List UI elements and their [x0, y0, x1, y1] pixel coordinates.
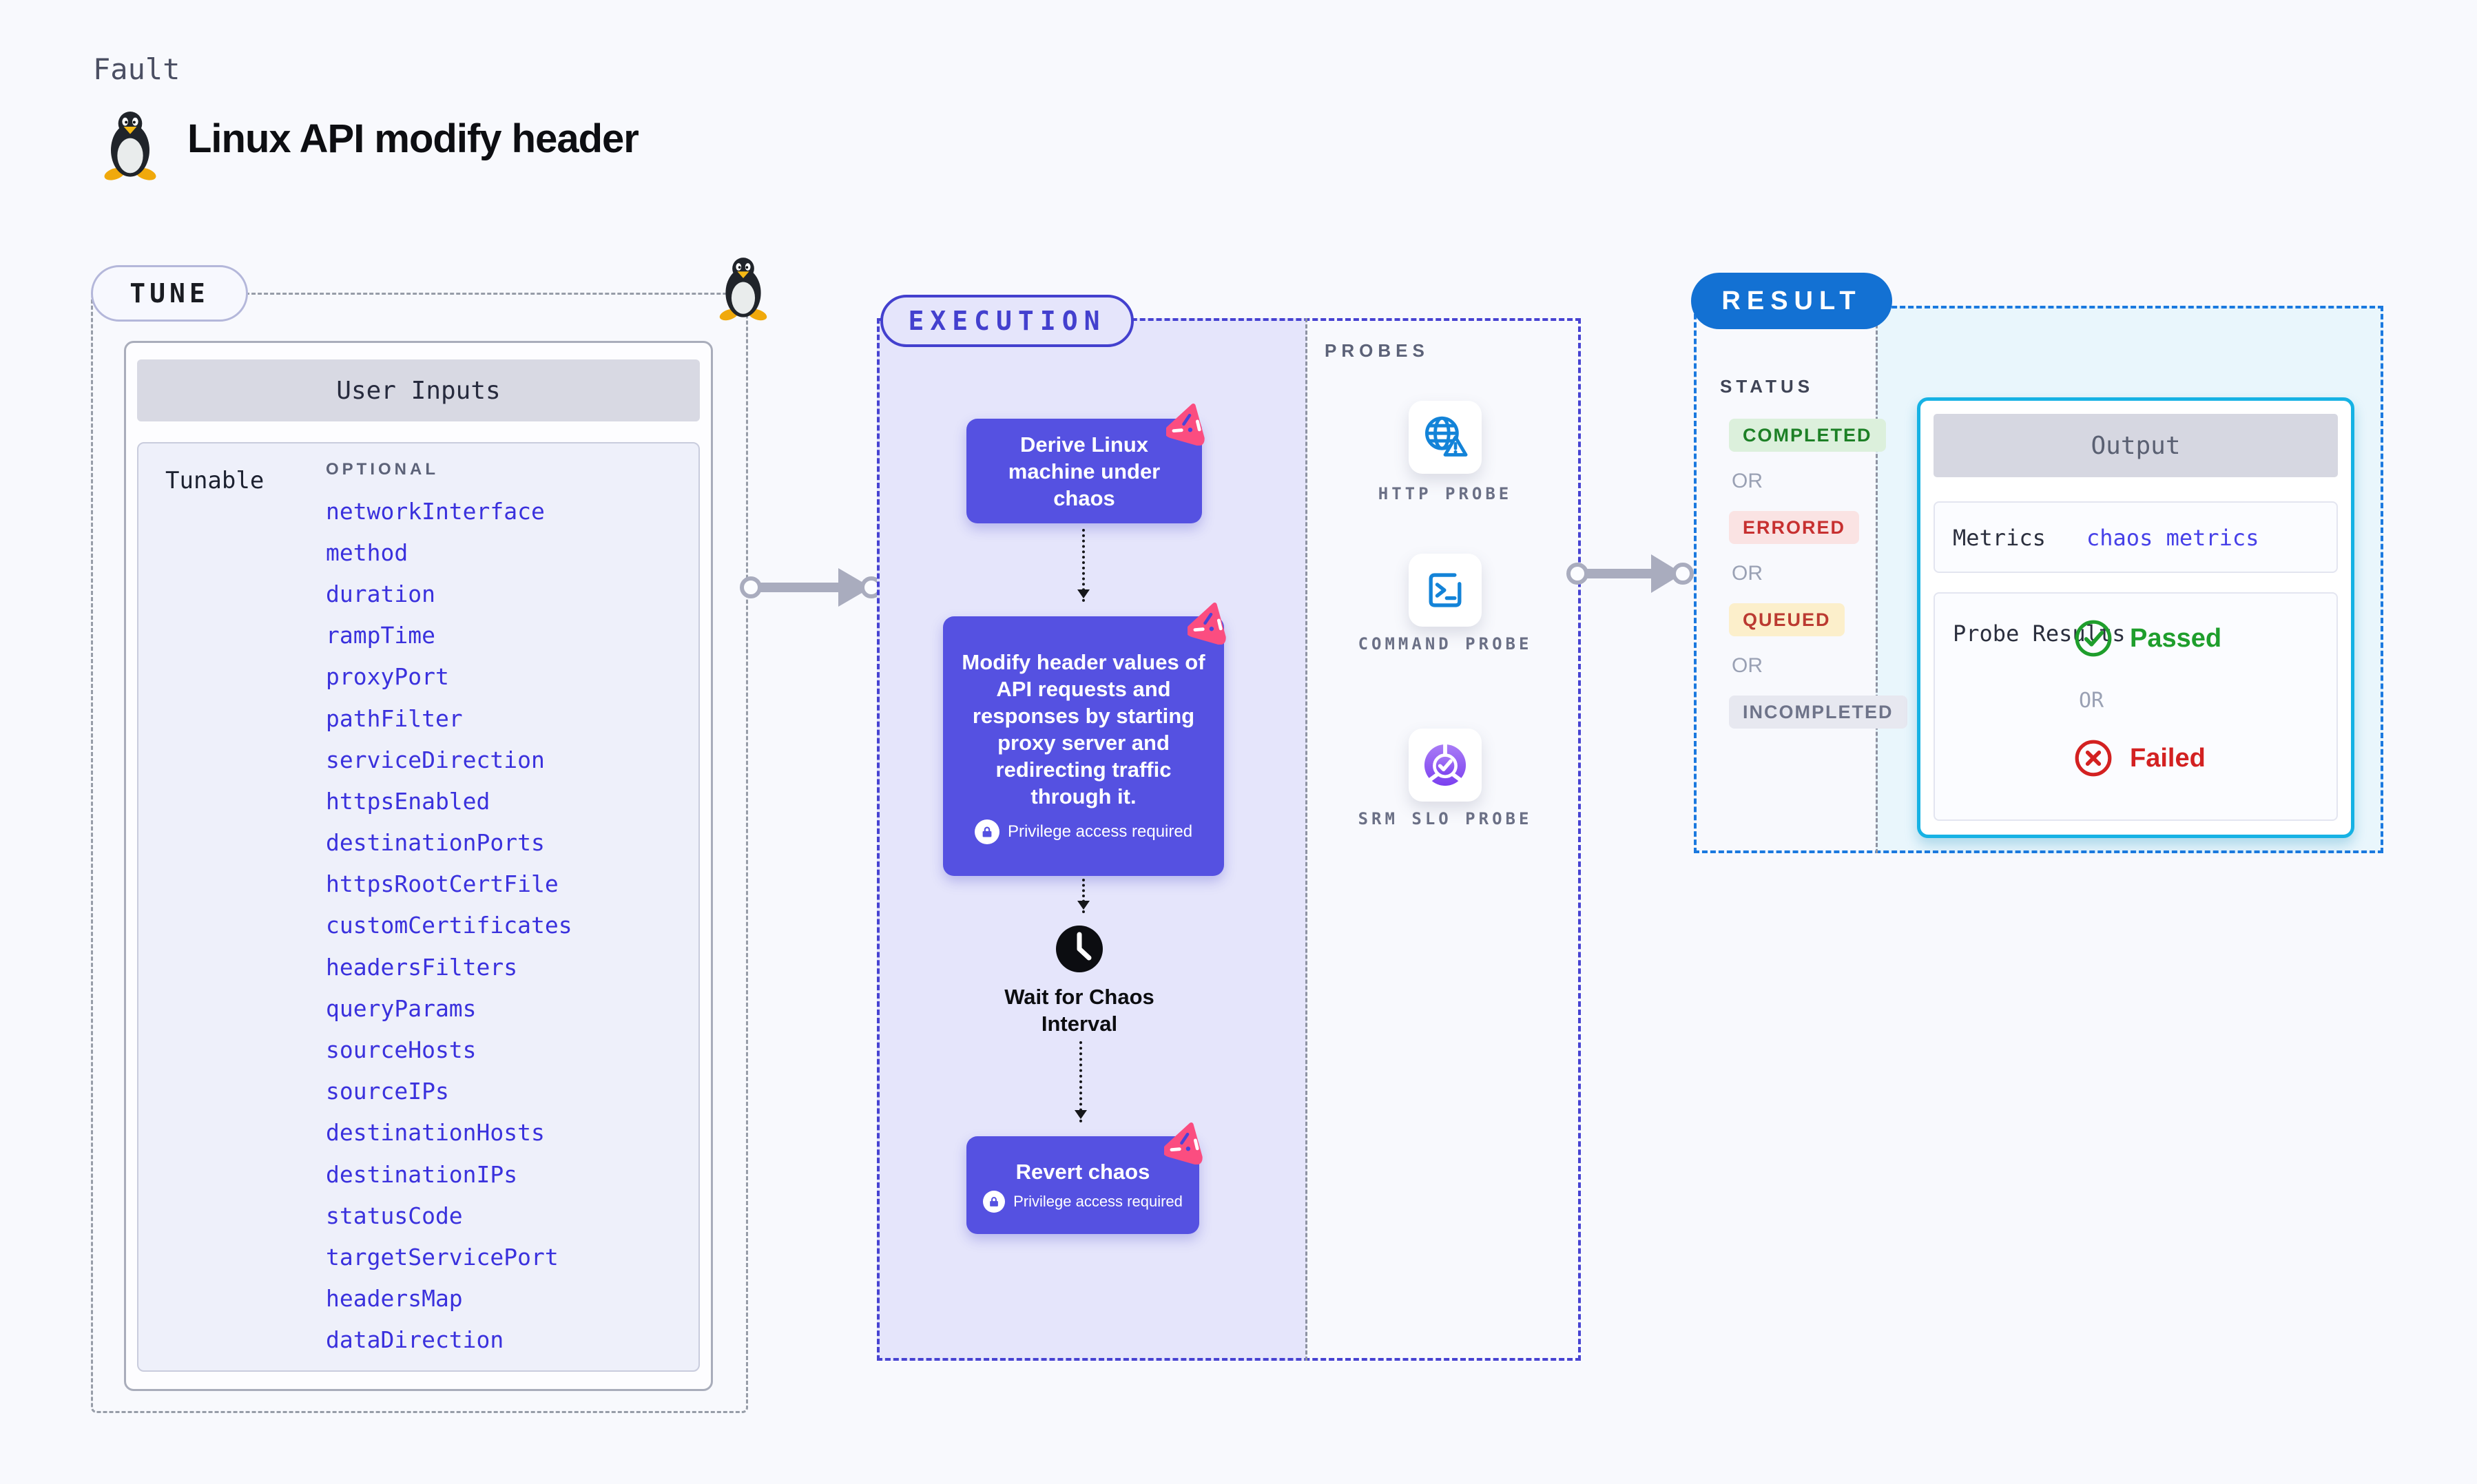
tunable-link[interactable]: httpsRootCertFile: [326, 870, 559, 898]
flow-connector-1: [1077, 529, 1090, 602]
tunable-link[interactable]: method: [326, 539, 408, 566]
http-probe-label: HTTP PROBE: [1378, 484, 1513, 503]
status-badge: QUEUED: [1729, 603, 1845, 636]
privilege-note-row: Privilege access required: [974, 819, 1193, 844]
tunable-link[interactable]: destinationPorts: [326, 829, 545, 857]
chaos-logo-icon: [1166, 401, 1210, 446]
chaos-logo-icon: [1164, 1120, 1208, 1164]
tune-group-outline: [91, 293, 748, 1413]
tunable-link[interactable]: rampTime: [326, 622, 435, 649]
tunable-link[interactable]: destinationIPs: [326, 1160, 518, 1188]
chaos-logo-icon: [1188, 600, 1232, 645]
step-modify-header: Modify header values of API requests and…: [943, 616, 1224, 876]
status-badge: COMPLETED: [1729, 419, 1886, 452]
metrics-label: Metrics: [1953, 525, 2046, 551]
probes-column-label: PROBES: [1325, 340, 1429, 361]
terminal-icon: [1429, 573, 1462, 607]
step-derive-machine-text: Derive Linux machine under chaos: [1008, 432, 1161, 510]
flow-arrow-tune-to-execution: [740, 568, 882, 607]
globe-alert-icon: [1424, 416, 1468, 457]
wait-step-label: Wait for Chaos Interval: [1004, 985, 1154, 1036]
lock-icon: [974, 819, 999, 844]
tunable-link[interactable]: customCertificates: [326, 912, 572, 939]
or-separator: OR: [2079, 689, 2104, 713]
result-section-label: RESULT: [1691, 273, 1892, 329]
result-group-outline: [1694, 306, 2383, 853]
flow-connector-2: [1077, 879, 1090, 913]
srm-slo-probe-card: [1409, 729, 1482, 802]
tunable-link[interactable]: queryParams: [326, 994, 477, 1022]
tux-penguin-icon-small: [716, 255, 770, 321]
execution-group-outline: [877, 318, 1581, 1361]
status-item: OR ERRORED: [1729, 470, 1880, 544]
privilege-note-text: Privilege access required: [1013, 1192, 1183, 1210]
tunable-link[interactable]: sourceHosts: [326, 1036, 477, 1064]
execution-section-label: EXECUTION: [880, 295, 1134, 347]
page-title: Linux API modify header: [187, 116, 639, 161]
flow-arrow-execution-to-result: [1566, 554, 1694, 593]
passed-check-icon: [2075, 620, 2112, 657]
probe-results-label: Probe Results: [1953, 620, 2126, 647]
srm-slo-probe-label: SRM SLO PROBE: [1358, 809, 1533, 828]
tunable-link[interactable]: httpsEnabled: [326, 787, 490, 815]
or-separator: OR: [1732, 562, 1763, 585]
tunable-link[interactable]: sourceIPs: [326, 1078, 449, 1105]
http-probe-card: [1409, 401, 1482, 474]
tunable-link[interactable]: duration: [326, 580, 435, 607]
privilege-note-row: Privilege access required: [983, 1190, 1183, 1213]
tunable-row-label: Tunable: [165, 467, 265, 494]
slo-donut-check-icon: [1424, 743, 1466, 786]
passed-label: Passed: [2130, 624, 2222, 653]
tunable-link[interactable]: networkInterface: [326, 497, 545, 525]
status-list: OR COMPLETED OR ERRORED OR QUEUED OR INC…: [1729, 419, 1907, 729]
command-probe-label: COMMAND PROBE: [1358, 634, 1533, 654]
fault-eyebrow: Fault: [93, 52, 180, 86]
command-probe-card: [1409, 554, 1482, 627]
status-column-label: STATUS: [1720, 376, 1814, 397]
tunable-link[interactable]: pathFilter: [326, 704, 463, 732]
output-title: Output: [1934, 414, 2338, 477]
status-badge: ERRORED: [1729, 511, 1860, 544]
lock-icon: [983, 1190, 1006, 1213]
tunable-link[interactable]: dataDirection: [326, 1326, 504, 1354]
probe-results-row: [1934, 592, 2338, 821]
tunable-link[interactable]: proxyPort: [326, 663, 449, 691]
tunables-panel: [137, 442, 700, 1372]
step-revert-chaos-text: Revert chaos: [1015, 1159, 1150, 1184]
step-modify-header-text: Modify header values of API requests and…: [962, 649, 1205, 808]
or-separator: OR: [1732, 470, 1763, 492]
tune-section-label: TUNE: [91, 265, 248, 322]
failed-label: Failed: [2130, 744, 2206, 773]
flow-connector-3: [1075, 1041, 1087, 1122]
clock-icon: [1056, 926, 1103, 972]
tunable-link[interactable]: headersMap: [326, 1285, 463, 1313]
tunable-link[interactable]: destinationHosts: [326, 1119, 545, 1147]
tunable-link[interactable]: statusCode: [326, 1202, 463, 1229]
status-item: OR INCOMPLETED: [1729, 654, 1907, 729]
step-revert-chaos: Revert chaos Privilege access required: [966, 1136, 1199, 1234]
tunable-link[interactable]: headersFilters: [326, 953, 518, 981]
tunable-link[interactable]: targetServicePort: [326, 1243, 559, 1271]
privilege-note-text: Privilege access required: [1007, 822, 1193, 841]
or-separator: OR: [1732, 654, 1763, 677]
status-badge: INCOMPLETED: [1729, 696, 1907, 729]
status-item: OR COMPLETED: [1729, 419, 1886, 452]
chaos-metrics-link[interactable]: chaos metrics: [2086, 525, 2259, 551]
failed-x-icon: [2075, 740, 2112, 777]
tux-penguin-icon: [101, 109, 160, 180]
step-derive-machine: Derive Linux machine under chaos: [966, 419, 1202, 523]
tunables-list: networkInterface method duration rampTim…: [326, 490, 684, 1361]
user-inputs-title: User Inputs: [137, 359, 700, 421]
execution-probes-divider: [1305, 318, 1307, 1361]
metrics-row: [1934, 501, 2338, 573]
status-output-divider: [1876, 306, 1878, 853]
status-item: OR QUEUED: [1729, 562, 1880, 636]
tunable-link[interactable]: serviceDirection: [326, 746, 545, 773]
optional-column-header: OPTIONAL: [326, 460, 439, 479]
